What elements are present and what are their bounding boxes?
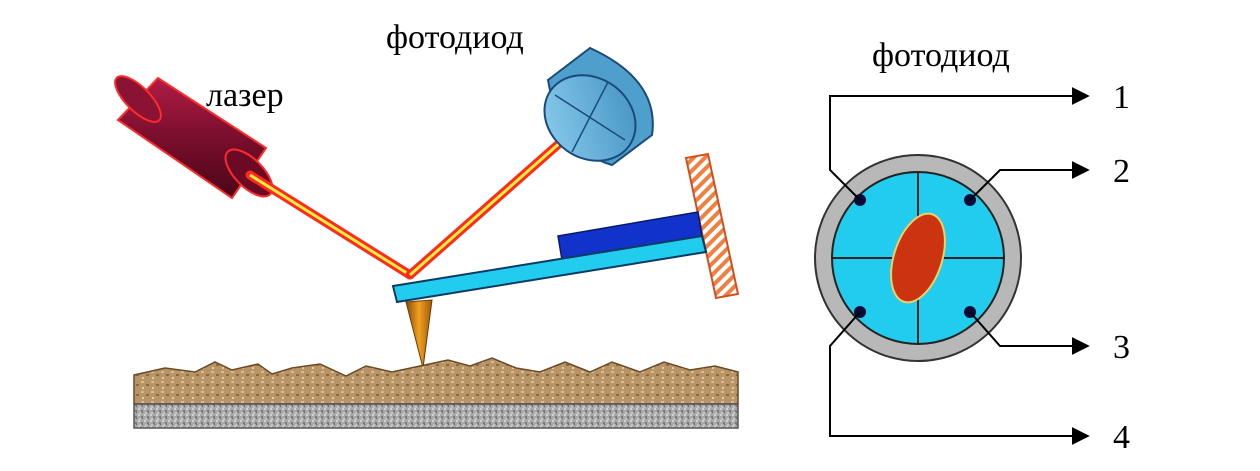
signal-leads: [829, 87, 1090, 445]
terminal-label-3: 3: [1113, 329, 1130, 366]
probe-tip: [405, 299, 433, 369]
terminal-label-2: 2: [1113, 153, 1130, 190]
lead-2: [969, 161, 1090, 201]
lead-4: [829, 311, 1090, 445]
quadrant-photodiode: [814, 154, 1022, 362]
terminal-label-4: 4: [1113, 419, 1130, 456]
laser-beam: [245, 107, 600, 280]
cantilever: [391, 234, 708, 304]
laser-label: лазер: [206, 77, 284, 114]
photodiode-top-label: фотодиод: [386, 19, 524, 56]
sample-surface: [133, 357, 739, 429]
lead-3: [969, 311, 1090, 355]
lead-1: [829, 87, 1090, 201]
photodiode-disk: [543, 46, 654, 167]
laser-spot: [890, 212, 946, 304]
photodiode-right-label: фотодиод: [872, 37, 1010, 74]
terminal-label-1: 1: [1113, 79, 1130, 116]
